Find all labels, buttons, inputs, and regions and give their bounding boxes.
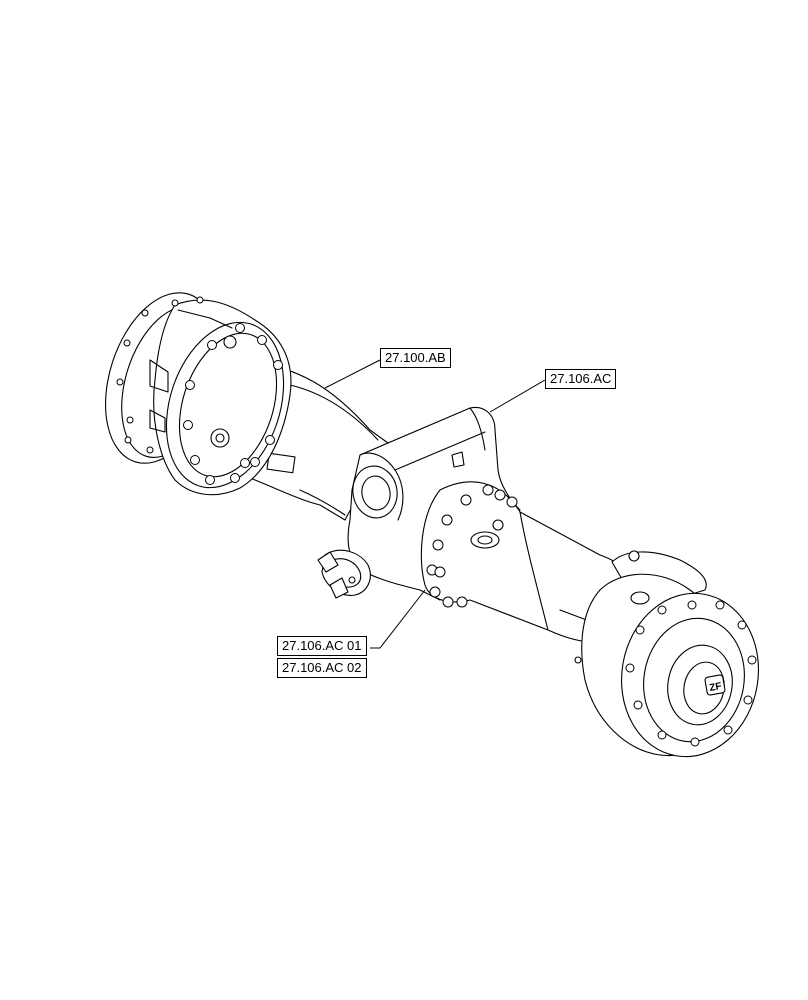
leader-lines xyxy=(324,359,546,649)
carrier-flange-bolts xyxy=(426,484,518,608)
left-hub-bolts xyxy=(183,323,283,485)
right-hub-holes xyxy=(625,600,757,747)
right-wheel-hub: ZF xyxy=(574,550,760,758)
callout-27-106-ac-01[interactable]: 27.106.AC 01 xyxy=(277,636,367,656)
zf-logo: ZF xyxy=(704,674,726,696)
callout-27-100-ab[interactable]: 27.100.AB xyxy=(380,348,451,368)
svg-text:ZF: ZF xyxy=(709,681,723,694)
left-wheel-flange xyxy=(105,292,292,496)
left-flange-holes xyxy=(116,296,204,454)
callout-27-106-ac-02[interactable]: 27.106.AC 02 xyxy=(277,658,367,678)
callout-27-106-ac[interactable]: 27.106.AC xyxy=(545,369,617,389)
right-axle-tube xyxy=(420,481,636,643)
input-yoke xyxy=(317,549,371,599)
